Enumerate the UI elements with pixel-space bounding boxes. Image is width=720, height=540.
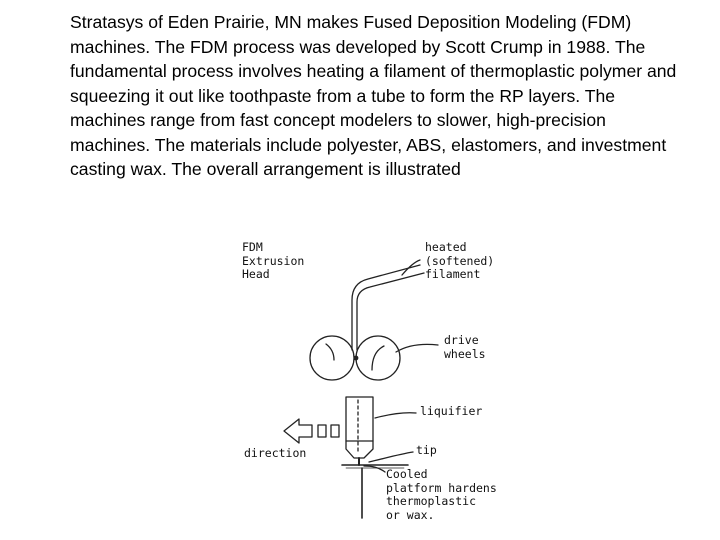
direction-arrow <box>283 418 313 444</box>
platform-pointer <box>363 465 386 473</box>
description-paragraph: Stratasys of Eden Prairie, MN makes Fuse… <box>70 12 677 179</box>
direction-dash-2 <box>330 424 340 438</box>
liquifier-pointer <box>374 412 417 419</box>
right-wheel-rotation-arrow <box>371 345 385 371</box>
tip-label: tip <box>416 443 437 457</box>
liquifier-label: liquifier <box>420 404 483 418</box>
right-drive-wheel <box>355 335 401 381</box>
left-drive-wheel <box>309 335 355 381</box>
filament-label: heated (softened) filament <box>425 240 495 281</box>
left-wheel-rotation-arrow <box>325 343 335 361</box>
filament-inner-line <box>356 272 425 351</box>
tip-pointer <box>368 451 414 463</box>
platform-label: Cooled platform hardens thermoplastic or… <box>386 467 497 522</box>
wheel-nip-point <box>353 355 359 361</box>
drive-wheels-pointer <box>395 343 439 353</box>
liquifier-nozzle <box>345 440 374 459</box>
filament-pointer <box>401 259 421 276</box>
fdm-head-label: FDM Extrusion Head <box>242 240 305 281</box>
direction-label: direction <box>244 446 307 460</box>
direction-dash-1 <box>317 424 327 438</box>
liquifier-body <box>345 396 374 442</box>
drive-wheels-label: drive wheels <box>444 333 486 361</box>
filament-outer-line <box>351 264 421 351</box>
